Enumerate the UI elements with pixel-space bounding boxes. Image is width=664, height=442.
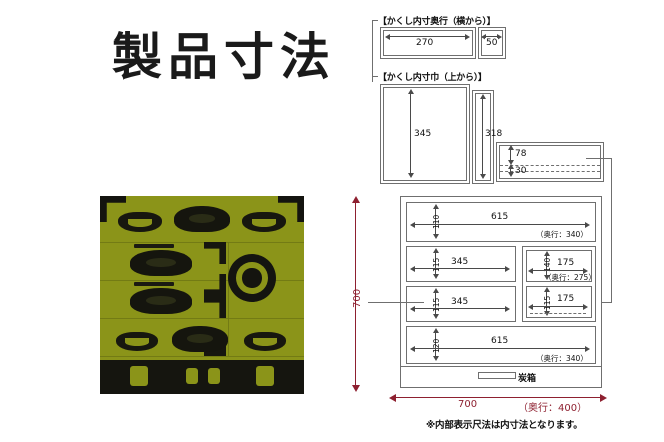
drawer-2-width: 345: [450, 257, 470, 267]
hidden-depth-side-value: 50: [485, 38, 499, 48]
drawer-4-width: 615: [490, 336, 510, 346]
hidden-section-top-value: 78: [515, 149, 527, 159]
technical-drawing: 【かくし内寸奥行（横から）】 270 50 【かくし内寸巾（上から）】 345 …: [330, 0, 664, 442]
overall-width: 700: [458, 399, 478, 410]
page-title: 製品寸法: [112, 27, 336, 86]
tansu-chest-image: [100, 196, 304, 394]
hidden-section-box: [496, 142, 604, 182]
footnote: ※内部表示尺法は内寸法となります。: [426, 420, 583, 431]
small-drawer-2-width: 175: [556, 294, 576, 304]
drawer-4-height: 120: [432, 338, 441, 353]
drawer-1-depth: （奥行：340）: [536, 230, 588, 239]
hidden-width-side-value: 318: [485, 129, 503, 139]
hidden-width-main-box: [380, 84, 470, 184]
small-drawer-1-depth: （奥行：275）: [544, 273, 596, 282]
hidden-depth-value: 270: [415, 38, 435, 48]
hidden-width-value: 345: [414, 129, 432, 139]
product-photo: [96, 192, 308, 398]
overall-depth: （奥行：400）: [518, 403, 588, 414]
overall-height: 700: [352, 288, 363, 308]
drawer-3-width: 345: [450, 297, 470, 307]
section-label-hidden-width: 【かくし内寸巾（上から）】: [378, 73, 487, 83]
charcoal-box-label: 炭箱: [518, 374, 537, 384]
drawer-3-height: 115: [432, 297, 441, 312]
round-medallion-icon: [228, 254, 276, 302]
charcoal-box-row: [400, 366, 602, 388]
hidden-depth-side-box: [478, 27, 506, 59]
drawer-1-height: 110: [432, 214, 441, 229]
small-drawer-2-height: 115: [543, 295, 552, 310]
drawer-1-width: 615: [490, 212, 510, 222]
hidden-section-bottom-value: 30: [515, 166, 527, 176]
small-drawer-1-width: 175: [556, 258, 576, 268]
drawer-4-depth: （奥行：340）: [536, 354, 588, 363]
hidden-width-side-box: [472, 90, 494, 184]
small-drawer-1: [526, 250, 592, 282]
drawer-2-height: 115: [432, 257, 441, 272]
section-label-hidden-depth: 【かくし内寸奥行（横から）】: [378, 17, 496, 27]
